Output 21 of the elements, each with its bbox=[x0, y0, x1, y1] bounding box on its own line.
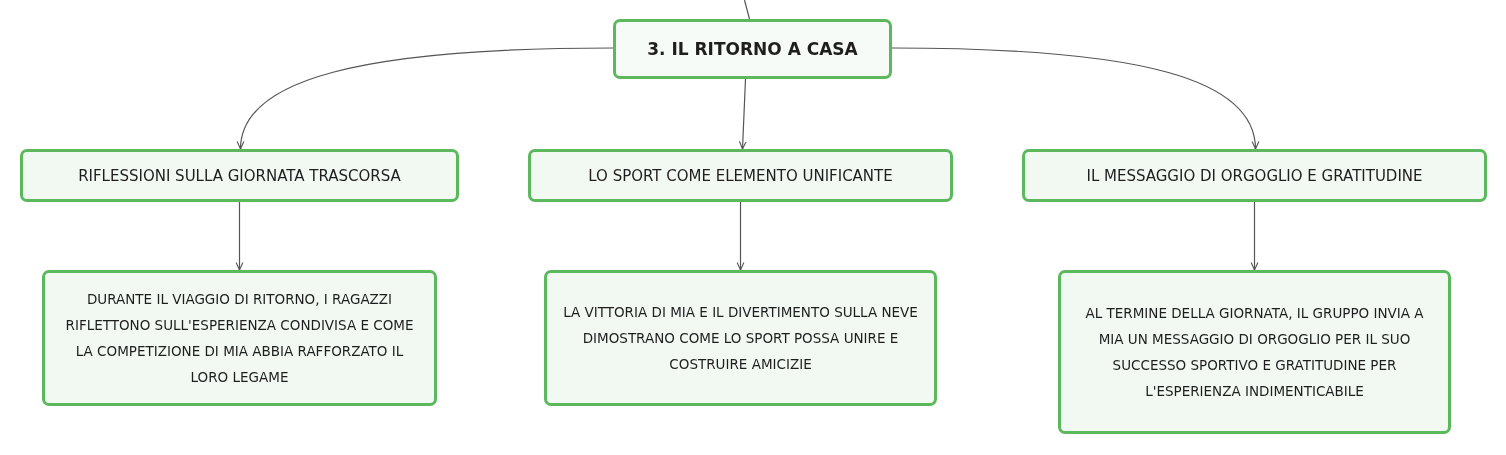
topic-box bbox=[613, 19, 892, 79]
arrow bbox=[1250, 201, 1259, 271]
detail-box bbox=[42, 270, 437, 406]
description-text: DURANTE IL VIAGGIO DI RITORNO, I RAGAZZI RIFLETTONO SULL'ESPERIENZA CONDIVISA E COME LA COMPETIZIONE DI MIA ABBIA RAFFORZATO IL LORO LEGAME bbox=[64, 290, 415, 387]
arrow bbox=[237, 47, 614, 150]
description-text: AL TERMINE DELLA GIORNATA, IL GRUPPO INVIA A MIA UN MESSAGGIO DI ORGOGLIO PER IL SUO SUCCESSO SPORTIVO E GRATITUDINE PER L'ESPERIENZA INDIMENTICABILE bbox=[1084, 304, 1425, 401]
subtopic-box bbox=[20, 149, 459, 202]
subtopic-box bbox=[1022, 149, 1487, 202]
arrow bbox=[736, 201, 745, 271]
heading-text: RIFLESSIONI SULLA GIORNATA TRASCORSA bbox=[78, 166, 401, 185]
heading-text: IL MESSAGGIO DI ORGOGLIO E GRATITUDINE bbox=[1086, 166, 1423, 185]
arrow bbox=[738, 78, 747, 150]
heading-text: LO SPORT COME ELEMENTO UNIFICANTE bbox=[588, 166, 893, 185]
description-text: LA VITTORIA DI MIA E IL DIVERTIMENTO SULLA NEVE DIMOSTRANO COME LO SPORT POSSA UNIRE E COSTRUIRE AMICIZIE bbox=[562, 303, 919, 374]
arrow bbox=[891, 47, 1259, 150]
detail-box bbox=[1058, 270, 1451, 434]
heading-text: 3. IL RITORNO A CASA bbox=[647, 39, 858, 59]
arrow bbox=[235, 201, 244, 271]
detail-box bbox=[544, 270, 937, 406]
connector-line bbox=[743, 0, 751, 20]
subtopic-box bbox=[528, 149, 953, 202]
